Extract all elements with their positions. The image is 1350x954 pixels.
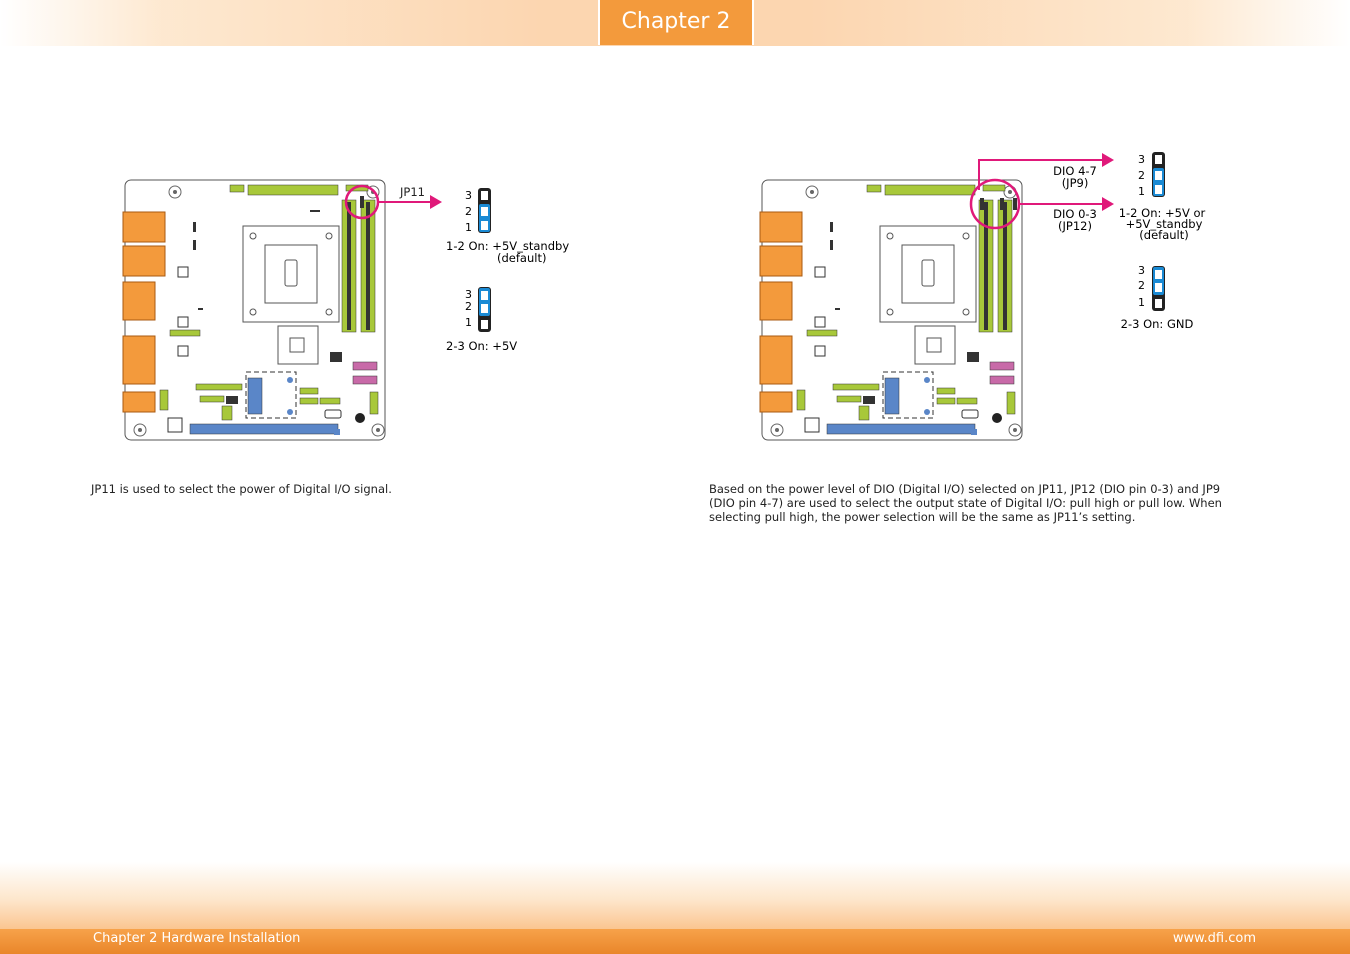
jumper-caption: 1-2 On: +5V or [1119, 206, 1206, 220]
label-dio03: DIO 0-3 [1053, 207, 1097, 221]
pin-number: 3 [1138, 264, 1145, 277]
pin-number: 3 [465, 288, 472, 301]
left-diagram: JP11 3 2 1 1-2 On: +5V_standby (default)… [120, 140, 600, 460]
pin-number: 2 [1138, 169, 1145, 182]
jumper-label-jp11: JP11 [399, 185, 425, 199]
chapter-tab[interactable]: Chapter 2 [598, 0, 754, 45]
label-dio47: DIO 4-7 [1053, 164, 1097, 178]
pin-number: 1 [1138, 296, 1145, 309]
pin-number: 1 [465, 316, 472, 329]
jumper-caption: (default) [497, 251, 546, 265]
footer-chapter-title: Chapter 2 Hardware Installation [93, 931, 301, 946]
left-description: JP11 is used to select the power of Digi… [91, 482, 392, 496]
label-dio47-jumper: (JP9) [1062, 176, 1089, 190]
pin-number: 2 [465, 205, 472, 218]
pin-number: 3 [465, 189, 472, 202]
right-diagram: DIO 4-7 (JP9) DIO 0-3 (JP12) 3 2 1 1-2 O… [757, 140, 1237, 460]
pin-number: 1 [1138, 185, 1145, 198]
jumper-caption: (default) [1139, 228, 1188, 242]
pin-number: 2 [1138, 279, 1145, 292]
motherboard-diagram-right: DIO 4-7 (JP9) DIO 0-3 (JP12) 3 2 1 1-2 O… [759, 152, 1206, 441]
label-dio03-jumper: (JP12) [1058, 219, 1092, 233]
footer-bar [0, 929, 1350, 954]
footer-website-link[interactable]: www.dfi.com [1172, 931, 1256, 946]
jumper-caption: 2-3 On: GND [1121, 317, 1194, 331]
pin-number: 1 [465, 221, 472, 234]
jumper-caption: 2-3 On: +5V [446, 339, 517, 353]
motherboard-diagram-left: JP11 3 2 1 1-2 On: +5V_standby (default)… [122, 179, 569, 441]
jumper-caption: +5V_standby [1126, 217, 1203, 231]
pin-number: 2 [465, 300, 472, 313]
jumper-caption: 1-2 On: +5V_standby [446, 239, 569, 253]
pin-number: 3 [1138, 153, 1145, 166]
right-description: Based on the power level of DIO (Digital… [709, 482, 1222, 524]
footer-band [0, 862, 1350, 930]
